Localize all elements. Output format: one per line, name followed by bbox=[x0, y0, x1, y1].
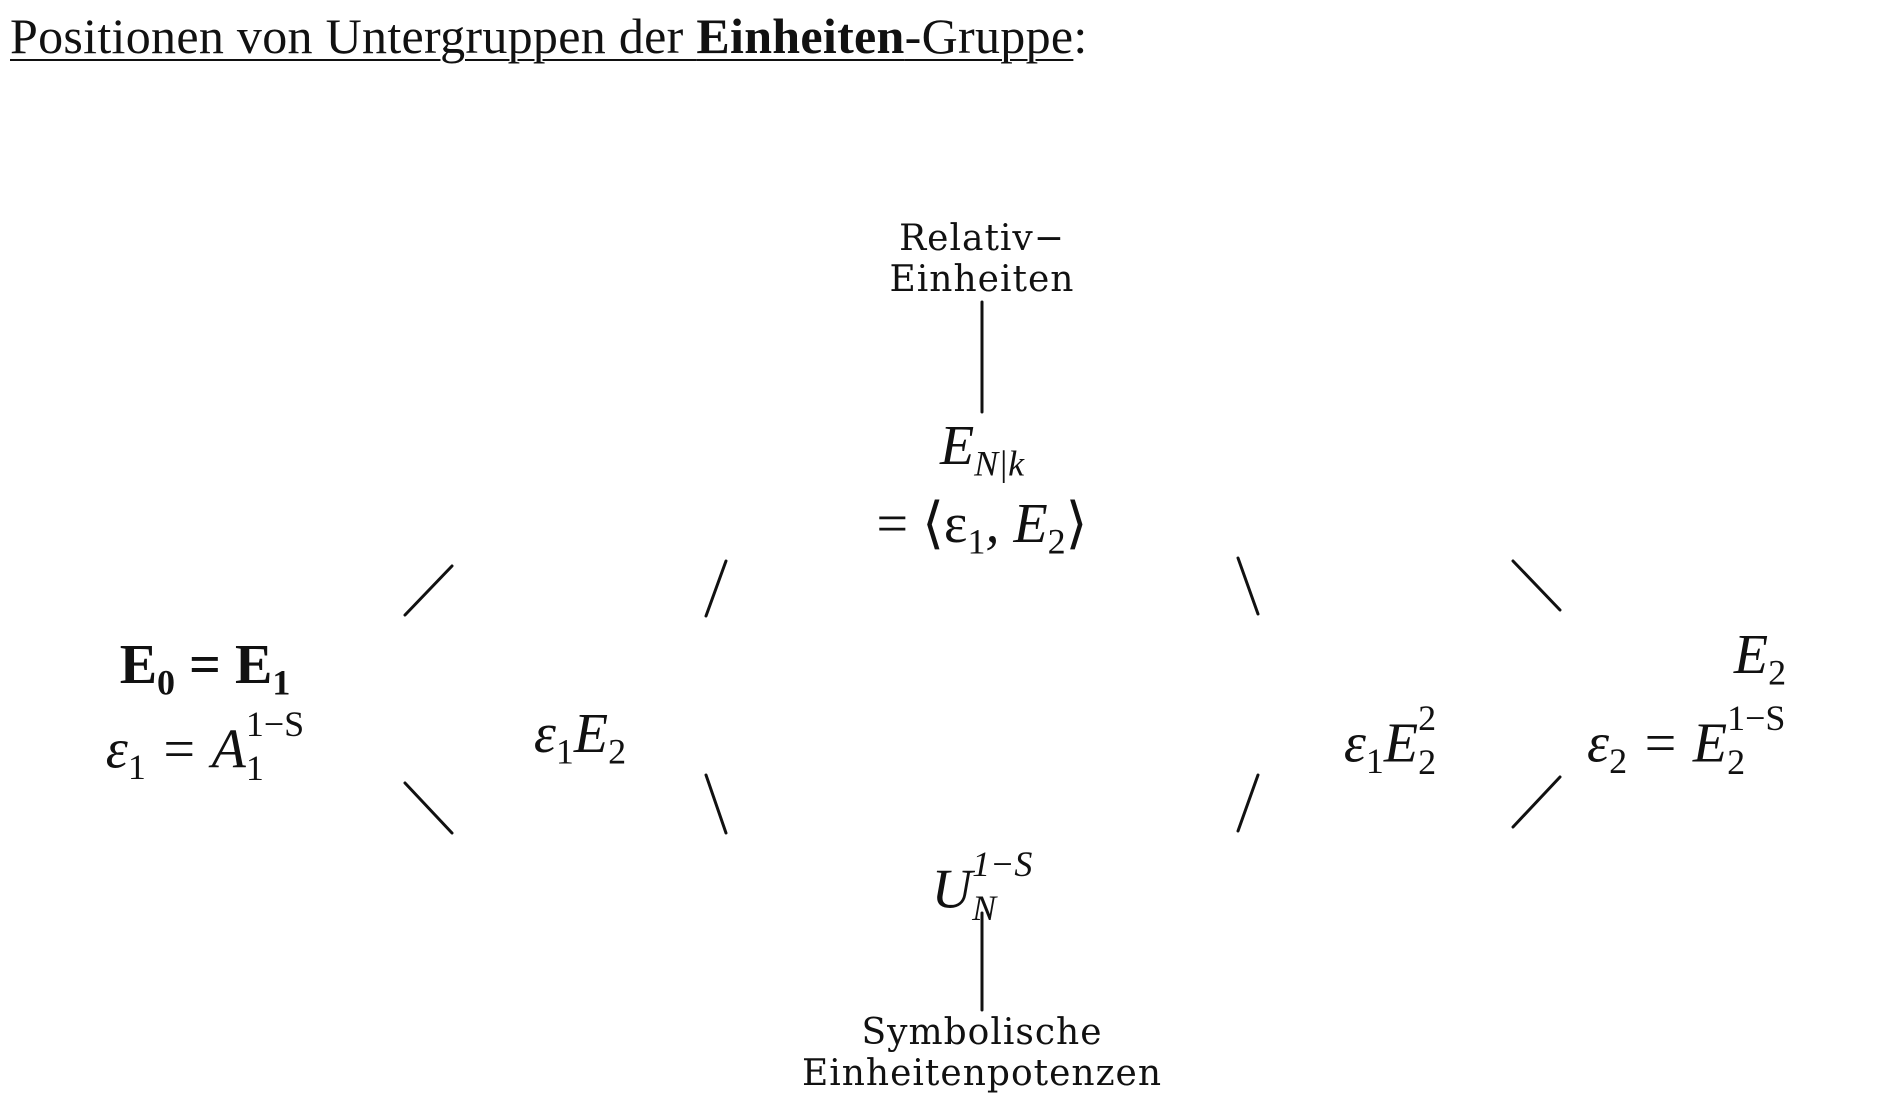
title-prefix: Positionen von Untergruppen der bbox=[10, 8, 697, 64]
eq-E: = E bbox=[1627, 712, 1728, 775]
symbol-epsilon: ε bbox=[105, 718, 128, 781]
symbol-E: E bbox=[573, 703, 609, 765]
subscript-1: 1 bbox=[967, 521, 986, 562]
subscript-2: 2 bbox=[1727, 742, 1746, 782]
symbol-epsilon: ε bbox=[1343, 712, 1366, 775]
subscript-Nk: N|k bbox=[974, 443, 1025, 484]
subscript-2: 2 bbox=[1418, 742, 1437, 782]
edge-inner-right-upper bbox=[1236, 556, 1260, 616]
title-colon: : bbox=[1073, 8, 1088, 64]
superscript-1-S: 1−S bbox=[1727, 698, 1786, 738]
subscript-1: 1 bbox=[1365, 740, 1384, 781]
superscript-1-S: 1−S bbox=[972, 844, 1033, 884]
symbolic-unit-powers-label-line1: Symbolische bbox=[861, 1012, 1103, 1053]
subscript-2: 2 bbox=[608, 731, 627, 772]
symbol-epsilon: ε bbox=[1587, 712, 1610, 775]
edge-right-upper bbox=[1511, 559, 1562, 612]
edge-left-upper bbox=[403, 564, 454, 617]
edge-inner-left-lower bbox=[704, 773, 728, 835]
title-bold: Einheiten bbox=[696, 8, 905, 64]
angle-close: ⟩ bbox=[1065, 493, 1088, 555]
edge-left-lower bbox=[403, 781, 454, 835]
subscript-1: 1 bbox=[127, 746, 146, 787]
symbol-epsilon: ε bbox=[533, 703, 556, 765]
subscript-2: 2 bbox=[1768, 652, 1787, 693]
bold-E0: E bbox=[119, 634, 158, 696]
subscript-2: 2 bbox=[1609, 740, 1628, 781]
page-title: Positionen von Untergruppen der Einheite… bbox=[10, 4, 1088, 68]
subscript-1: 1 bbox=[555, 731, 574, 772]
edge-right-lower bbox=[1511, 775, 1562, 829]
symbolic-unit-powers-label: Symbolische Einheitenpotenzen bbox=[757, 1012, 1207, 1094]
symbolic-unit-powers-label-line2: Einheitenpotenzen bbox=[801, 1053, 1163, 1094]
edge-inner-right-lower bbox=[1236, 773, 1260, 833]
subscript-2: 2 bbox=[1047, 521, 1066, 562]
superscript-1-S: 1−S bbox=[245, 704, 305, 744]
superscript-2: 2 bbox=[1418, 698, 1437, 738]
title-text: Positionen von Untergruppen der Einheite… bbox=[10, 8, 1073, 64]
eq-bold-E1: = E bbox=[175, 634, 273, 696]
subscript-0: 0 bbox=[157, 662, 176, 703]
subscript-1: 1 bbox=[245, 748, 264, 788]
comma-E: , E bbox=[985, 493, 1048, 555]
node-right-line1: E2 bbox=[1620, 627, 1900, 691]
symbol-E: E bbox=[1383, 712, 1419, 775]
subscript-1: 1 bbox=[272, 662, 291, 703]
symbol-E: E bbox=[1733, 624, 1769, 686]
eq-angle-eps: = ⟨ε bbox=[876, 493, 968, 555]
relative-units-label-line2: Einheiten bbox=[889, 259, 1075, 300]
title-suffix: -Gruppe bbox=[904, 8, 1074, 64]
node-top-expr-line1: EN|k bbox=[832, 418, 1132, 482]
relative-units-label: Relativ− Einheiten bbox=[832, 218, 1132, 300]
relative-units-label-line1: Relativ− bbox=[899, 218, 1065, 259]
symbol-E: E bbox=[939, 415, 975, 477]
node-top-expr-line2: = ⟨ε1, E2⟩ bbox=[802, 496, 1162, 560]
subscript-N: N bbox=[972, 888, 997, 928]
node-left-line1: E0 = E1 bbox=[40, 637, 370, 701]
edge-inner-left-upper bbox=[704, 559, 728, 618]
symbol-U: U bbox=[931, 858, 973, 921]
eq-A: = A bbox=[145, 718, 246, 781]
node-inner-left: ε1E2 bbox=[470, 706, 690, 770]
